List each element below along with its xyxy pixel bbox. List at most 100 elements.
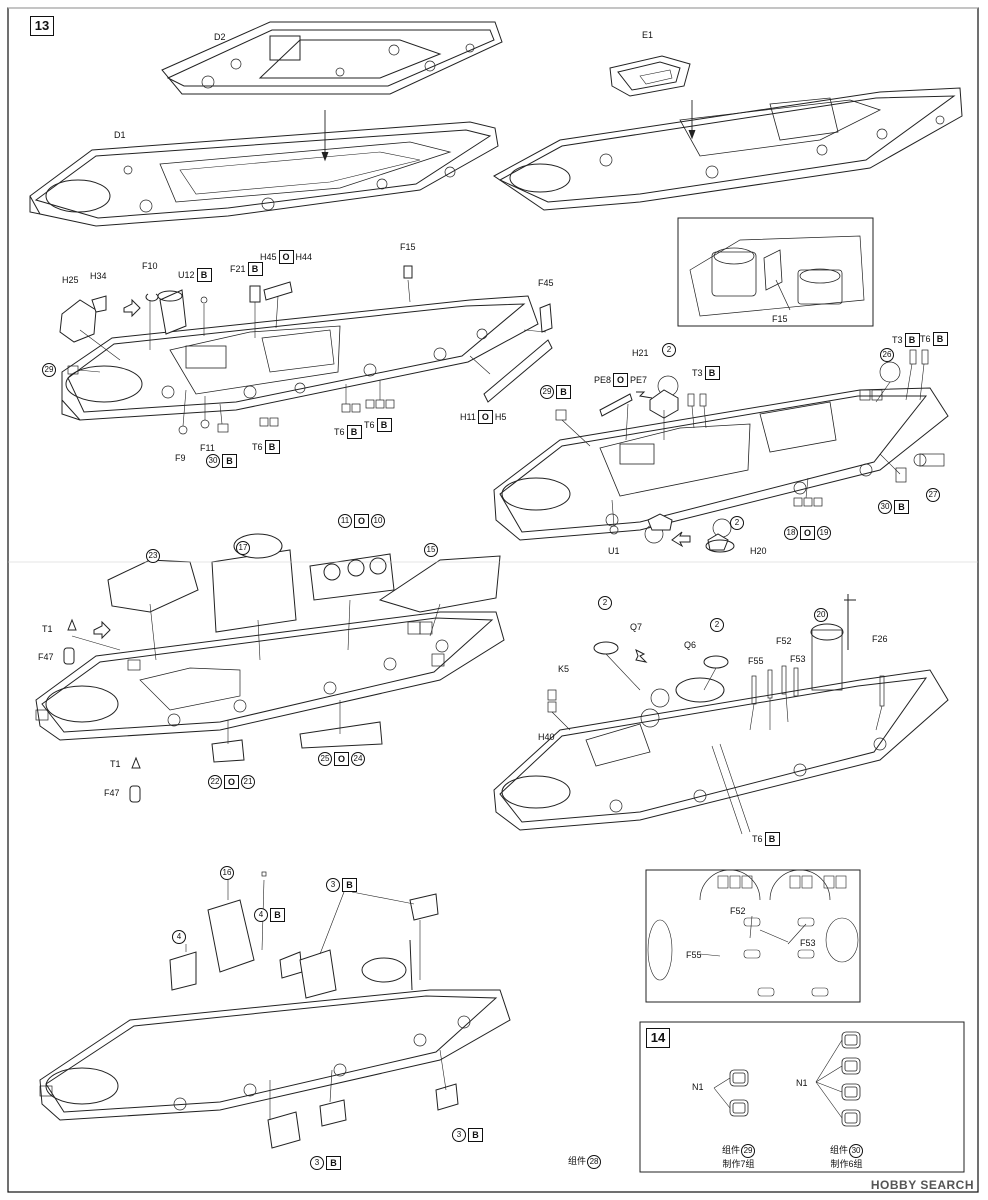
part-label-f47-a: F47 bbox=[38, 652, 54, 662]
assembly-circle: 21 bbox=[241, 775, 255, 789]
part-label-t6: T6 bbox=[334, 427, 345, 437]
assembly-circle: 29 bbox=[741, 1144, 756, 1158]
assembly-circle: 29 bbox=[42, 363, 56, 377]
part-label-t6: T6 bbox=[364, 420, 375, 430]
part-label-f10: F10 bbox=[142, 261, 158, 271]
part-tag-2-a: 2 bbox=[662, 343, 676, 357]
or-badge: O bbox=[354, 514, 369, 528]
part-label-h20: H20 bbox=[750, 546, 767, 556]
sprue-badge: B bbox=[894, 500, 909, 514]
part-label-u12: U12 bbox=[178, 270, 195, 280]
assembly-circle: 18 bbox=[784, 526, 798, 540]
part-label-e1: E1 bbox=[642, 30, 654, 40]
sprue-badge: B bbox=[222, 454, 237, 468]
sprue-badge: B bbox=[556, 385, 571, 399]
sprue-badge: B bbox=[346, 425, 362, 439]
part-label-t6: T6 bbox=[920, 334, 931, 344]
step-13-number: 13 bbox=[30, 16, 54, 36]
part-label-f9: F9 bbox=[175, 453, 186, 463]
part-label-pe8: PE8 bbox=[594, 375, 612, 385]
assembly-circle: 30 bbox=[206, 454, 220, 468]
part-label-f26: F26 bbox=[872, 634, 888, 644]
step-14-number: 14 bbox=[646, 1028, 670, 1048]
assembly-circle: 2 bbox=[598, 596, 612, 610]
part-label-n1-b: N1 bbox=[796, 1078, 808, 1088]
part-label-k5: K5 bbox=[558, 664, 570, 674]
part-tag-15: 15 bbox=[424, 543, 438, 557]
assembly-circle: 24 bbox=[351, 752, 365, 766]
sprue-badge: B bbox=[764, 832, 780, 846]
or-badge: O bbox=[224, 775, 239, 789]
part-tag-2-b: 2 bbox=[710, 618, 724, 632]
or-badge: O bbox=[613, 373, 629, 387]
part-label-f47-b: F47 bbox=[104, 788, 120, 798]
sprue-badge: B bbox=[326, 1156, 341, 1170]
sprue-badge: B bbox=[270, 908, 285, 922]
detail-label-f52: F52 bbox=[730, 906, 746, 916]
assembly-circle: 11 bbox=[338, 514, 352, 528]
assembly-circle: 2 bbox=[710, 618, 724, 632]
assembly-circle: 23 bbox=[146, 549, 160, 563]
sprue-badge: B bbox=[376, 418, 392, 432]
make-count: 制作7组 bbox=[722, 1159, 755, 1169]
assembly-circle: 25 bbox=[318, 752, 332, 766]
assembly-circle: 29 bbox=[540, 385, 554, 399]
part-label-d2: D2 bbox=[214, 32, 226, 42]
assembly-prefix: 组件 bbox=[568, 1156, 587, 1166]
part-label-f55: F55 bbox=[748, 656, 764, 666]
part-label-pe7: PE7 bbox=[630, 375, 648, 385]
part-tag-17: 17 bbox=[236, 541, 250, 555]
assembly-circle: 4 bbox=[254, 908, 268, 922]
make-count: 制作6组 bbox=[830, 1159, 863, 1169]
part-tag-26: 26 bbox=[880, 348, 894, 362]
or-badge: O bbox=[278, 250, 294, 264]
sprue-badge: B bbox=[932, 332, 948, 346]
part-label-f21: F21 bbox=[230, 264, 246, 274]
part-label-h45: H45 bbox=[260, 252, 277, 262]
part-label-h5: H5 bbox=[494, 412, 507, 422]
or-badge: O bbox=[334, 752, 349, 766]
assembly-circle: 2 bbox=[730, 516, 744, 530]
part-tag-29: 29 bbox=[42, 363, 56, 377]
part-label-f53: F53 bbox=[790, 654, 806, 664]
sprue-badge: B bbox=[468, 1128, 483, 1142]
part-label-h34: H34 bbox=[90, 271, 107, 281]
assembly-circle: 17 bbox=[236, 541, 250, 555]
assembly-circle: 27 bbox=[926, 488, 940, 502]
assembly-circle: 15 bbox=[424, 543, 438, 557]
part-label-h44: H44 bbox=[295, 252, 313, 262]
part-label-t6: T6 bbox=[752, 834, 763, 844]
sprue-badge: B bbox=[904, 333, 920, 347]
assembly-circle: 3 bbox=[310, 1156, 324, 1170]
part-label-t1-a: T1 bbox=[42, 624, 53, 634]
detail-label-f15: F15 bbox=[772, 314, 788, 324]
part-label-t3: T3 bbox=[892, 335, 903, 345]
assembly-circle: 10 bbox=[371, 514, 385, 528]
sprue-badge: B bbox=[704, 366, 720, 380]
assembly-circle: 16 bbox=[220, 866, 234, 880]
part-label-d1: D1 bbox=[114, 130, 126, 140]
part-label-t3: T3 bbox=[692, 368, 703, 378]
part-tag-16: 16 bbox=[220, 866, 234, 880]
part-tag-2-b: 2 bbox=[730, 516, 744, 530]
assembly-circle: 4 bbox=[172, 930, 186, 944]
assembly-prefix: 组件 bbox=[830, 1145, 849, 1155]
